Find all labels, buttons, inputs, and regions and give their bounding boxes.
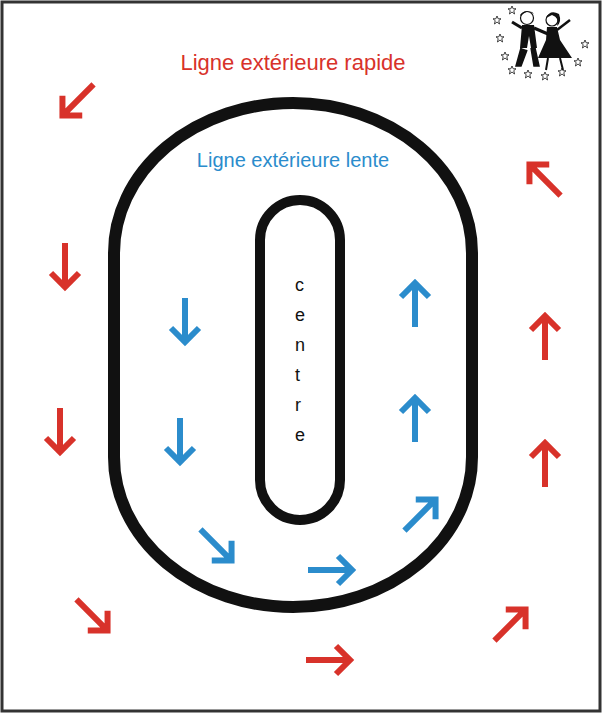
centre-area: centre [255,195,345,525]
direction-arrow [191,520,242,571]
direction-arrow [51,243,79,287]
direction-arrow [520,155,571,206]
track-outline [108,97,478,613]
direction-arrow [171,298,199,342]
slow-line-arrows [166,283,445,584]
fast-line-arrows [46,75,570,674]
direction-arrow [67,590,118,641]
direction-arrow [166,418,194,462]
track-outline [255,195,345,525]
direction-arrow [401,283,429,327]
direction-arrow [401,398,429,442]
line-label: Ligne extérieure lente [108,149,478,172]
centre-label: centre [295,270,296,450]
direction-arrow [531,316,559,360]
track-outline-shape [260,200,340,520]
track-outline-shape [114,103,472,607]
direction-arrow [531,443,559,487]
direction-arrow [306,646,350,674]
direction-arrow [53,75,104,126]
direction-arrow [395,490,446,541]
fast-line-label: Ligne extérieure rapide [180,50,405,76]
slow-line-track: centre Ligne extérieure lente [108,97,478,613]
direction-arrow [308,556,352,584]
direction-arrow [485,600,536,651]
direction-arrow [46,408,74,452]
dancing-couple-icon [493,6,589,80]
